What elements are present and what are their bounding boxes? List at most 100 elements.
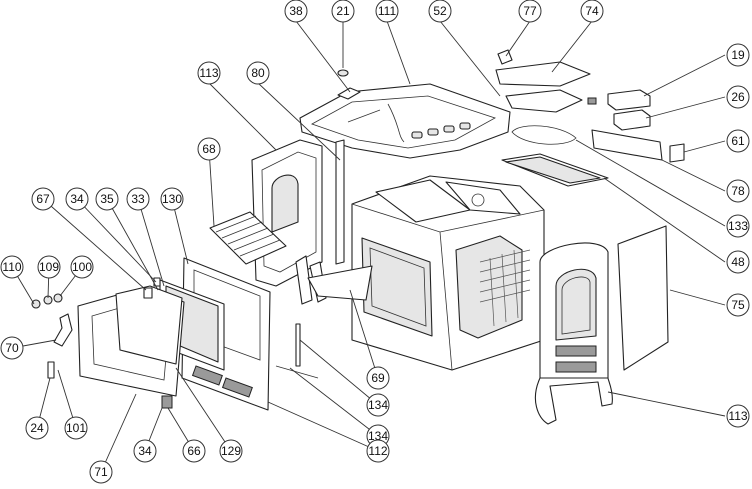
callout-label: 112 xyxy=(368,444,387,458)
callout-circle xyxy=(197,61,221,85)
callout-circle xyxy=(726,293,750,317)
callout-26: 26 xyxy=(726,85,750,109)
callout-label: 133 xyxy=(728,219,748,233)
lid-assembly xyxy=(495,49,597,113)
callout-label: 100 xyxy=(72,260,92,274)
callout-75: 75 xyxy=(726,293,750,317)
callout-78: 78 xyxy=(726,179,750,203)
callout-80: 80 xyxy=(246,61,270,85)
callout-circle xyxy=(25,416,49,440)
callout-label: 77 xyxy=(523,4,537,18)
callout-label: 75 xyxy=(731,298,745,312)
callout-circle xyxy=(726,43,750,67)
callout-label: 113 xyxy=(199,66,218,80)
callout-circle xyxy=(0,255,24,279)
callout-label: 129 xyxy=(221,444,241,458)
callout-113: 113 xyxy=(197,61,221,85)
callout-circle xyxy=(726,85,750,109)
callout-label: 19 xyxy=(731,48,745,62)
callout-48: 48 xyxy=(726,250,750,274)
callout-label: 52 xyxy=(433,4,447,18)
callout-33: 33 xyxy=(126,187,150,211)
callout-circle xyxy=(182,439,206,463)
callout-circle xyxy=(89,460,113,484)
callout-130: 130 xyxy=(160,187,184,211)
callout-circle xyxy=(197,137,221,161)
callout-113: 113 xyxy=(726,404,750,428)
callout-101: 101 xyxy=(64,416,88,440)
callout-label: 34 xyxy=(70,192,84,206)
callout-74: 74 xyxy=(580,0,604,23)
callout-38: 38 xyxy=(284,0,308,23)
callout-label: 71 xyxy=(94,465,108,479)
callout-circle xyxy=(64,416,88,440)
callout-24: 24 xyxy=(25,416,49,440)
callout-69: 69 xyxy=(366,366,390,390)
callout-circle xyxy=(31,187,55,211)
callout-34: 34 xyxy=(133,439,157,463)
door-assembly xyxy=(149,257,271,411)
callout-label: 24 xyxy=(30,421,44,435)
callout-129: 129 xyxy=(219,439,243,463)
callout-21: 21 xyxy=(331,0,355,23)
callout-70: 70 xyxy=(0,336,24,360)
callout-77: 77 xyxy=(518,0,542,23)
callout-circle xyxy=(518,0,542,23)
callout-circle xyxy=(65,187,89,211)
callout-circle xyxy=(331,0,355,23)
callout-label: 134 xyxy=(368,398,388,412)
callout-19: 19 xyxy=(726,43,750,67)
callout-circle xyxy=(246,61,270,85)
callout-68: 68 xyxy=(197,137,221,161)
callout-label: 66 xyxy=(187,444,201,458)
front-door-panel xyxy=(534,242,613,425)
callout-label: 70 xyxy=(5,341,19,355)
callout-circle xyxy=(37,255,61,279)
callout-label: 34 xyxy=(138,444,152,458)
callout-circle xyxy=(366,439,390,463)
electronics xyxy=(591,89,685,163)
callout-circle xyxy=(375,0,399,23)
callout-circle xyxy=(726,129,750,153)
leader-lines xyxy=(11,20,726,473)
callout-circle xyxy=(428,0,452,23)
pipe-part xyxy=(335,139,345,265)
callout-circle xyxy=(133,439,157,463)
callout-label: 130 xyxy=(162,192,182,206)
callout-label: 21 xyxy=(336,4,350,18)
side-cover xyxy=(617,225,669,371)
callout-label: 68 xyxy=(202,142,216,156)
callout-label: 134 xyxy=(368,429,388,443)
callout-circle xyxy=(284,0,308,23)
callout-label: 61 xyxy=(731,134,745,148)
gasket-and-tray xyxy=(501,125,609,187)
callout-label: 48 xyxy=(731,255,745,269)
callout-label: 69 xyxy=(371,371,385,385)
callout-circle xyxy=(0,336,24,360)
tube-bundle xyxy=(209,211,287,265)
callout-label: 26 xyxy=(731,90,745,104)
callout-34: 34 xyxy=(65,187,89,211)
callout-label: 33 xyxy=(131,192,145,206)
callout-label: 78 xyxy=(731,184,745,198)
callout-circle xyxy=(219,439,243,463)
callout-112: 112 xyxy=(366,439,390,463)
callout-67: 67 xyxy=(31,187,55,211)
callout-circle xyxy=(726,179,750,203)
callout-label: 35 xyxy=(100,192,114,206)
callout-label: 109 xyxy=(39,260,59,274)
callout-label: 111 xyxy=(378,4,397,18)
callout-circle xyxy=(70,255,94,279)
top-plate xyxy=(299,83,511,159)
callout-circle xyxy=(726,404,750,428)
callout-circle xyxy=(366,366,390,390)
callout-circle xyxy=(95,187,119,211)
callout-circle xyxy=(126,187,150,211)
callout-61: 61 xyxy=(726,129,750,153)
rods xyxy=(275,323,319,379)
callout-133: 133 xyxy=(726,214,750,238)
callout-circle xyxy=(726,250,750,274)
callout-label: 110 xyxy=(2,260,21,274)
door-frame xyxy=(77,285,185,397)
callout-label: 67 xyxy=(36,192,50,206)
